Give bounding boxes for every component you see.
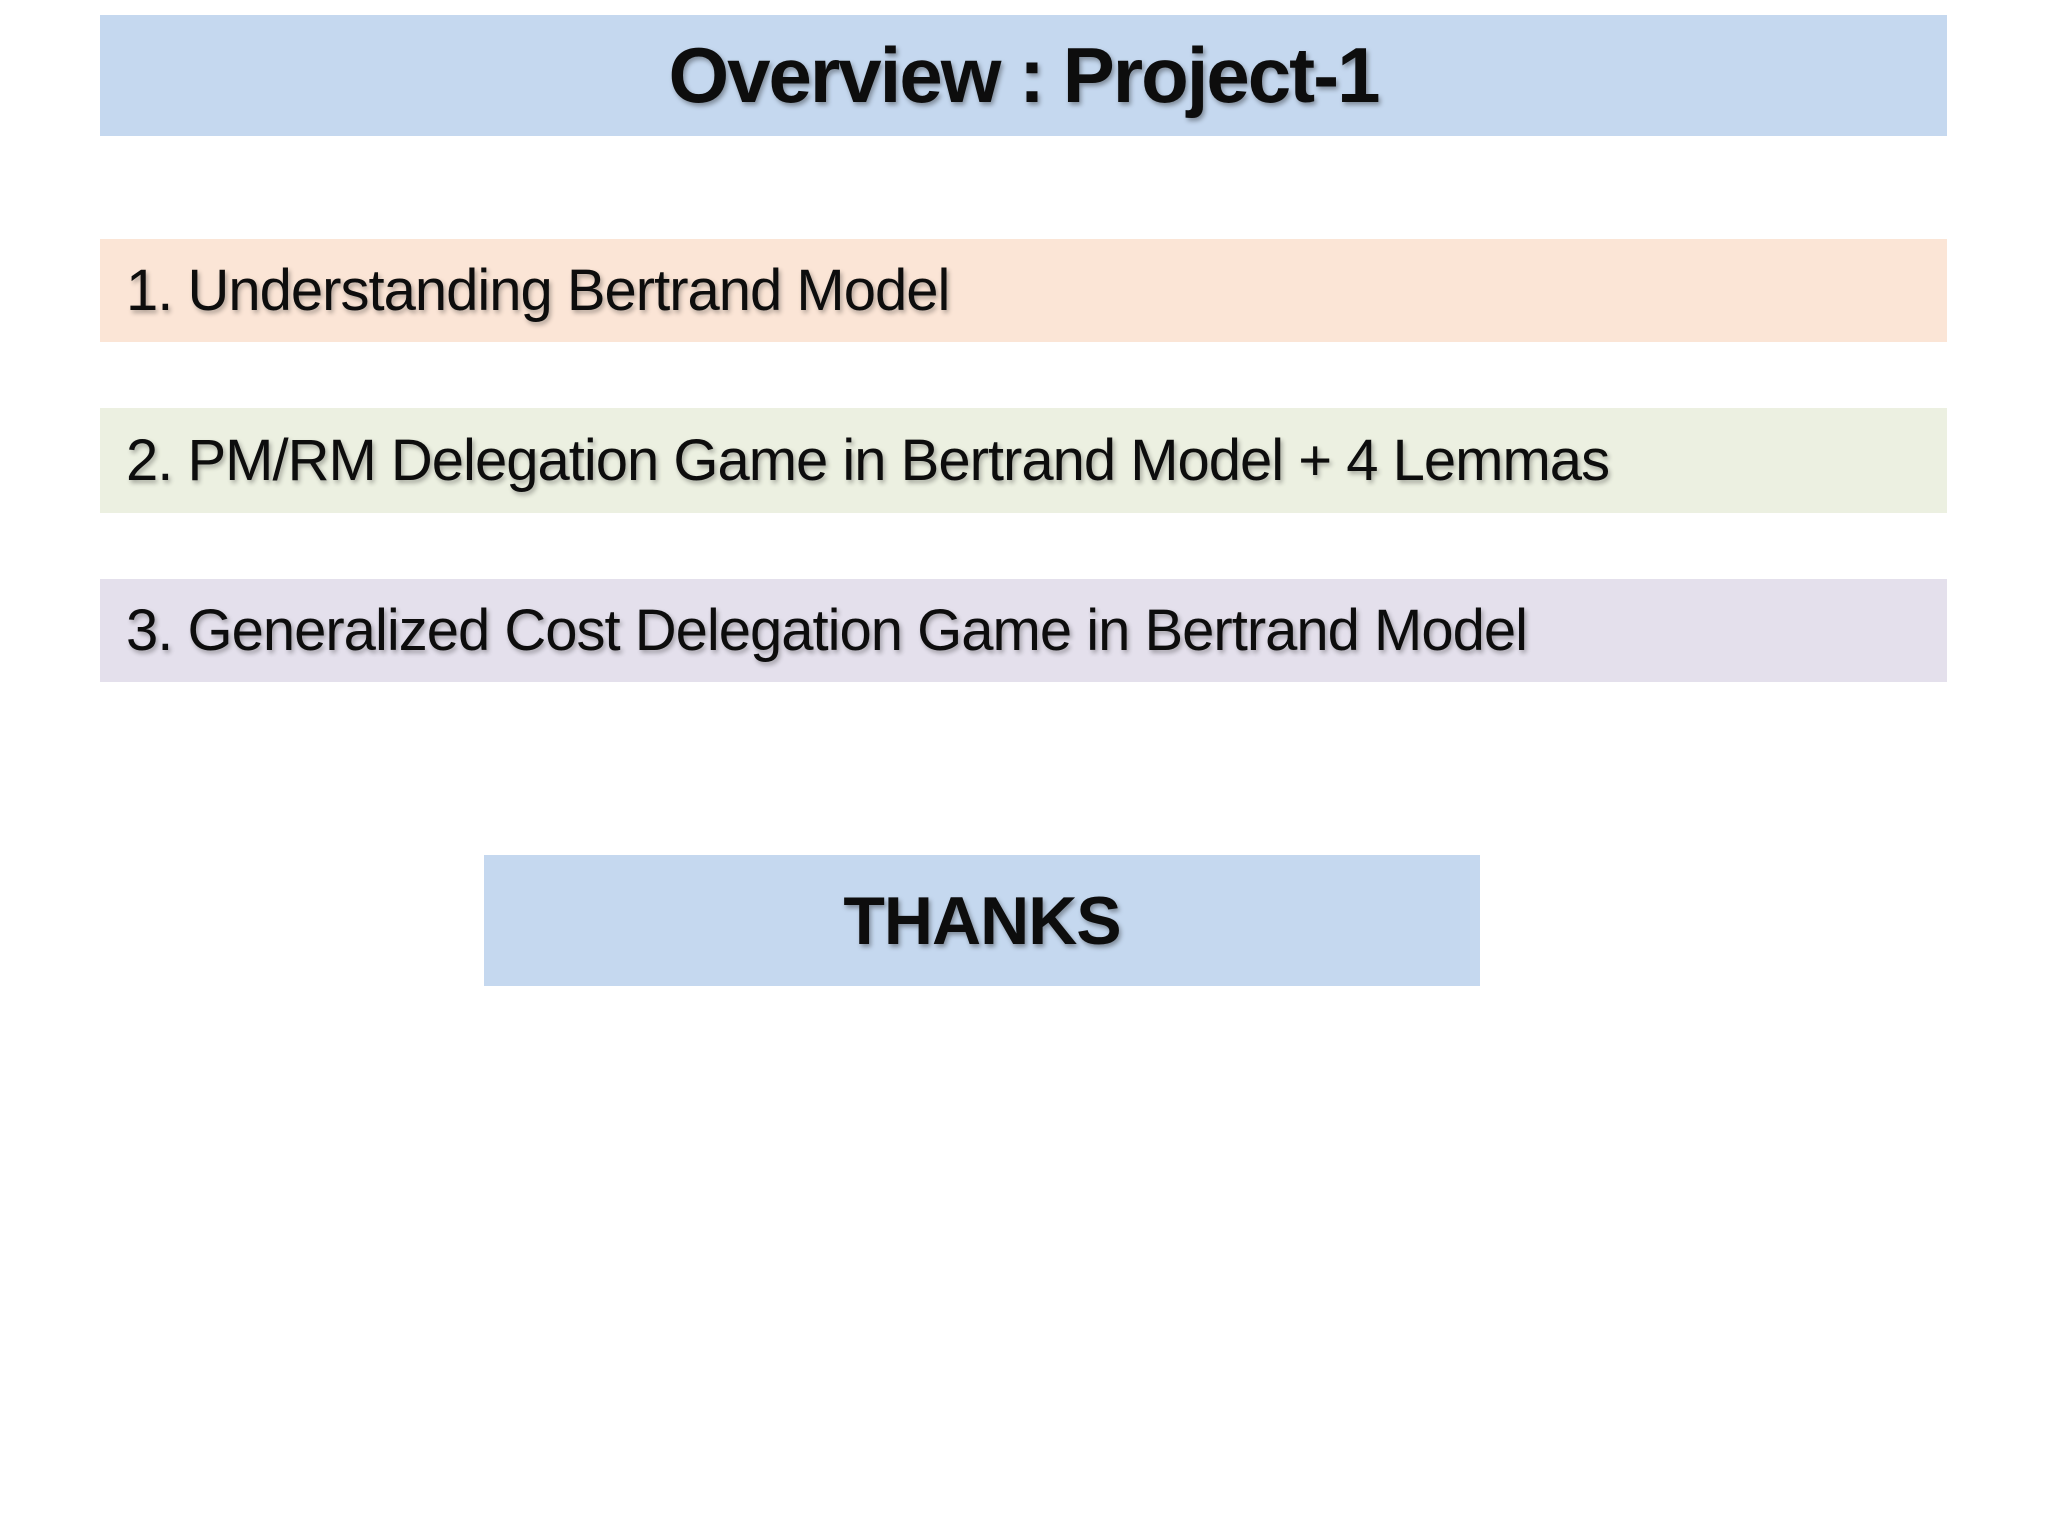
list-item-generalized-cost-delegation: 3. Generalized Cost Delegation Game in B… (100, 579, 1947, 682)
list-item-3-label: 3. Generalized Cost Delegation Game in B… (126, 598, 1528, 663)
thanks-label: THANKS (843, 882, 1121, 959)
slide-title-bar: Overview : Project-1 (100, 15, 1947, 136)
list-item-2-label: 2. PM/RM Delegation Game in Bertrand Mod… (126, 428, 1610, 493)
list-item-understanding-bertrand: 1. Understanding Bertrand Model (100, 239, 1947, 342)
list-item-1-label: 1. Understanding Bertrand Model (126, 258, 950, 323)
list-item-pm-rm-delegation: 2. PM/RM Delegation Game in Bertrand Mod… (100, 408, 1947, 513)
thanks-box: THANKS (484, 855, 1480, 986)
slide-title: Overview : Project-1 (668, 31, 1381, 119)
